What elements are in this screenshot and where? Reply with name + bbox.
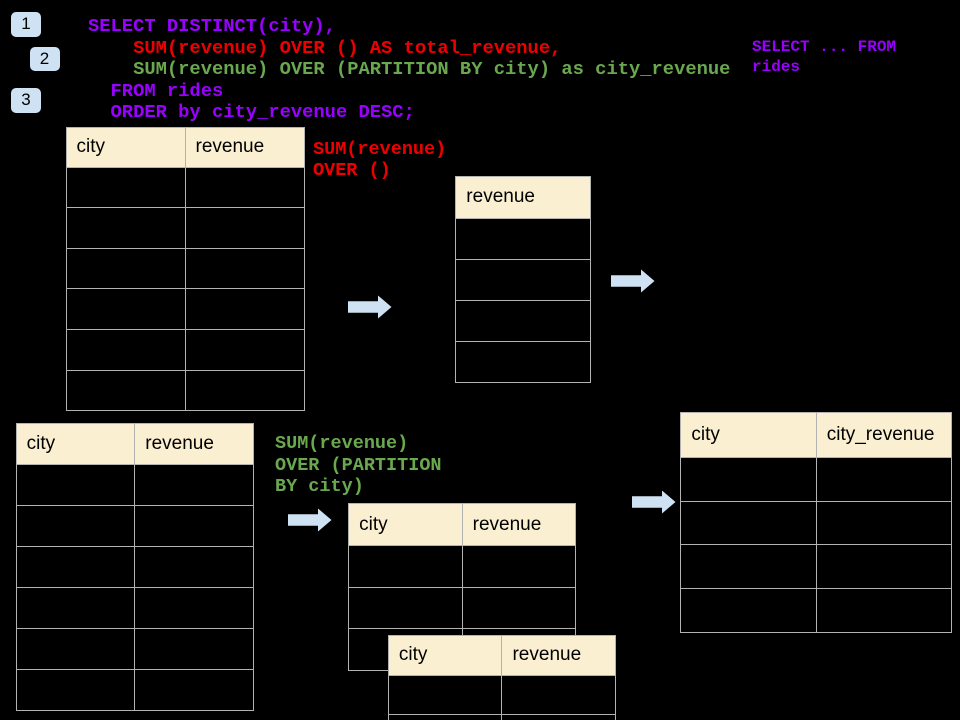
column-header-revenue: revenue [185, 127, 304, 167]
sql-query-code: SELECT DISTINCT(city), SUM(revenue) OVER… [88, 15, 731, 124]
empty-cell [185, 248, 304, 289]
right-arrow-icon [348, 295, 392, 319]
empty-cell [66, 167, 185, 208]
empty-cell [456, 218, 590, 259]
sql-line-order: ORDER by city_revenue DESC; [88, 101, 415, 123]
empty-cell [462, 587, 576, 629]
empty-cell [388, 675, 502, 715]
empty-cell [16, 670, 135, 711]
empty-cell [185, 330, 304, 370]
column-header-revenue: revenue [135, 423, 253, 464]
side-note-select-from-rides: SELECT ... FROM rides [752, 37, 896, 77]
empty-cell [816, 545, 952, 589]
annotation-total-line-1: SUM(revenue) [313, 138, 447, 160]
empty-cell [462, 546, 576, 587]
side-note-line-1: SELECT ... FROM [752, 38, 897, 56]
right-arrow-icon [611, 269, 655, 293]
empty-cell [349, 587, 462, 629]
step-badge-1-label: 1 [21, 14, 31, 34]
column-header-revenue: revenue [502, 635, 616, 675]
empty-cell [16, 587, 135, 628]
empty-cell [681, 545, 816, 589]
empty-cell [681, 589, 816, 633]
annotation-partition-line-1: SUM(revenue) [275, 433, 409, 454]
empty-cell [349, 546, 462, 587]
table-partition-group-2: city revenue [387, 634, 617, 720]
empty-cell [456, 342, 590, 383]
step-badge-3: 3 [11, 88, 41, 113]
step-badge-1: 1 [11, 12, 41, 37]
empty-cell [16, 505, 135, 546]
empty-cell [66, 208, 185, 248]
empty-cell [816, 589, 952, 633]
annotation-sum-over-partition: SUM(revenue) OVER (PARTITION BY city) [275, 433, 442, 498]
empty-cell [185, 289, 304, 330]
empty-cell [16, 464, 135, 505]
empty-cell [681, 501, 816, 545]
empty-cell [502, 675, 616, 715]
column-header-revenue: revenue [462, 504, 576, 546]
empty-cell [135, 670, 253, 711]
column-header-city: city [16, 423, 135, 464]
empty-cell [681, 457, 816, 501]
table-partition-group-1: city revenue [348, 503, 577, 671]
empty-cell [388, 715, 502, 720]
empty-cell [135, 628, 253, 670]
side-note-line-2: rides [752, 58, 801, 76]
sql-line-select: SELECT DISTINCT(city), [88, 15, 336, 37]
right-arrow-icon [632, 490, 676, 514]
empty-cell [456, 259, 590, 300]
annotation-total-line-2: OVER () [313, 160, 391, 181]
annotation-sum-over-total: SUM(revenue) OVER () [313, 139, 446, 182]
column-header-city: city [349, 504, 462, 546]
empty-cell [135, 546, 253, 587]
empty-cell [16, 546, 135, 587]
empty-cell [66, 330, 185, 370]
column-header-city: city [681, 413, 816, 457]
table-city-revenue-result: city city_revenue [680, 412, 953, 634]
column-header-city: city [66, 127, 185, 167]
step-badge-2-label: 2 [39, 48, 50, 68]
empty-cell [185, 370, 304, 411]
empty-cell [66, 248, 185, 289]
column-header-city-revenue: city_revenue [816, 413, 952, 457]
empty-cell [502, 715, 616, 720]
table-total-revenue-result: revenue [455, 175, 591, 384]
step-badge-2: 2 [29, 46, 60, 71]
empty-cell [816, 457, 952, 501]
table-rides-source-total: city revenue [65, 126, 305, 412]
column-header-city: city [388, 635, 502, 675]
empty-cell [66, 289, 185, 330]
empty-cell [16, 628, 135, 670]
sql-line-from: FROM rides [88, 79, 224, 102]
empty-cell [135, 464, 253, 505]
sql-line-sum-partition: SUM(revenue) OVER (PARTITION BY city) as… [88, 58, 731, 80]
empty-cell [816, 501, 952, 545]
sql-line-sum-total: SUM(revenue) OVER () AS total_revenue, [88, 36, 562, 59]
empty-cell [135, 505, 253, 546]
empty-cell [135, 587, 253, 628]
empty-cell [66, 370, 185, 411]
empty-cell [185, 167, 304, 208]
column-header-revenue: revenue [456, 176, 590, 218]
step-badge-3-label: 3 [21, 90, 31, 110]
table-rides-source-partition: city revenue [15, 422, 254, 712]
annotation-partition-line-3: BY city) [275, 476, 364, 497]
annotation-partition-line-2: OVER (PARTITION [275, 454, 442, 476]
right-arrow-icon [287, 508, 332, 532]
empty-cell [456, 300, 590, 342]
empty-cell [185, 208, 304, 248]
